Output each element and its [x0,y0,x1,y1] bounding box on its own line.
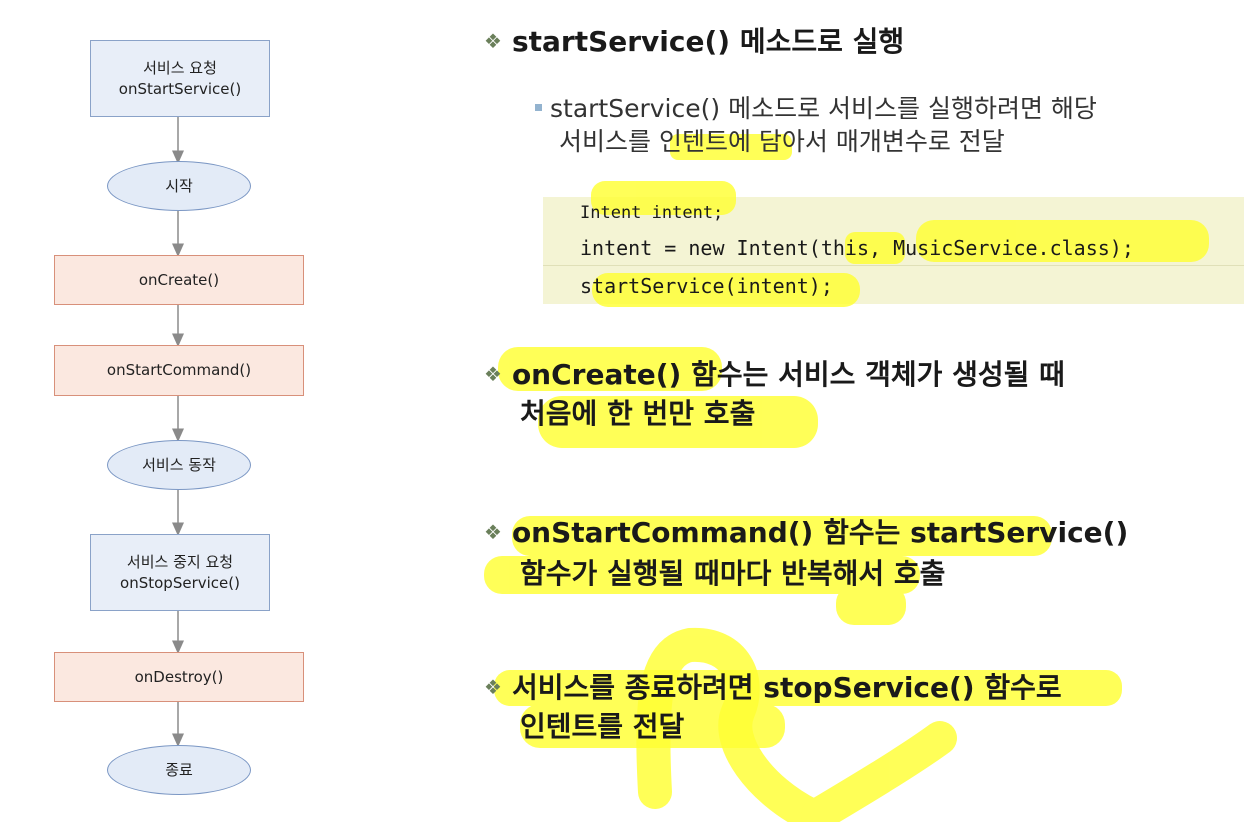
flow-node-label: 종료 [165,760,193,779]
bullet-text-line1: 서비스를 종료하려면 stopService() 함수로 [511,671,1062,704]
flow-node-label: onStartCommand() [106,361,252,379]
bullet-text-line1: onCreate() 함수는 서비스 객체가 생성될 때 [511,358,1065,391]
diamond-bullet-icon: ❖ [484,520,502,544]
flow-node-label: 서비스 요청 [143,58,217,77]
bullet-onstartcommand-line2: 함수가 실행될 때마다 반복해서 호출 [520,557,946,590]
code-line-2: intent = new Intent(this, MusicService.c… [580,236,1134,260]
sub-bullet-text-highlighted: 인텐트에 [658,127,751,156]
diamond-bullet-icon: ❖ [484,29,502,53]
flowchart-connectors [172,117,184,747]
code-line-1: Intent intent; [580,203,724,223]
sub-bullet-text-post: 담아서 매개변수로 전달 [750,127,1005,156]
diamond-bullet-icon: ❖ [484,362,502,386]
flow-node-label: onStartService() [118,79,242,98]
square-bullet-icon [535,104,542,111]
flow-node-label: 시작 [165,176,193,195]
code-row-divider [543,265,1244,266]
sub-bullet-start-service: startService() 메소드로 서비스를 실행하려면 해당 [535,93,1097,125]
flow-node-end: 종료 [107,745,251,795]
flow-node-start: 시작 [107,161,251,211]
bullet-text: startService() 메소드로 실행 [511,25,905,58]
bullet-oncreate-line2: 처음에 한 번만 호출 [520,397,756,430]
bullet-oncreate: ❖ onCreate() 함수는 서비스 객체가 생성될 때 [484,358,1065,394]
bullet-start-service: ❖ startService() 메소드로 실행 [484,25,904,61]
highlight-mark [836,585,906,625]
bullet-stopservice-line2: 인텐트를 전달 [520,710,685,743]
bullet-onstartcommand: ❖ onStartCommand() 함수는 startService() [484,516,1128,552]
highlight-stroke [801,721,957,822]
bullet-text-line1: onStartCommand() 함수는 startService() [511,516,1129,549]
flow-node-onstartcommand: onStartCommand() [54,345,304,396]
flow-node-label: 서비스 중지 요청 [126,552,234,571]
flow-node-oncreate: onCreate() [54,255,304,305]
flow-node-service-request: 서비스 요청 onStartService() [90,40,270,117]
flow-node-service-running: 서비스 동작 [107,440,251,490]
flow-node-label: onStopService() [120,573,240,592]
sub-bullet-text-line1: startService() 메소드로 서비스를 실행하려면 해당 [550,94,1097,123]
flow-node-label: onDestroy() [134,667,224,686]
bullet-stopservice: ❖ 서비스를 종료하려면 stopService() 함수로 [484,671,1062,707]
flow-node-ondestroy: onDestroy() [54,652,304,702]
diamond-bullet-icon: ❖ [484,675,502,699]
flow-node-label: onCreate() [138,270,220,289]
flow-node-label: 서비스 동작 [142,455,216,474]
sub-bullet-text-pre: 서비스를 [559,127,659,156]
code-line-3: startService(intent); [580,274,833,298]
sub-bullet-line2: 서비스를 인텐트에 담아서 매개변수로 전달 [559,126,1005,158]
flow-node-stop-request: 서비스 중지 요청 onStopService() [90,534,270,611]
